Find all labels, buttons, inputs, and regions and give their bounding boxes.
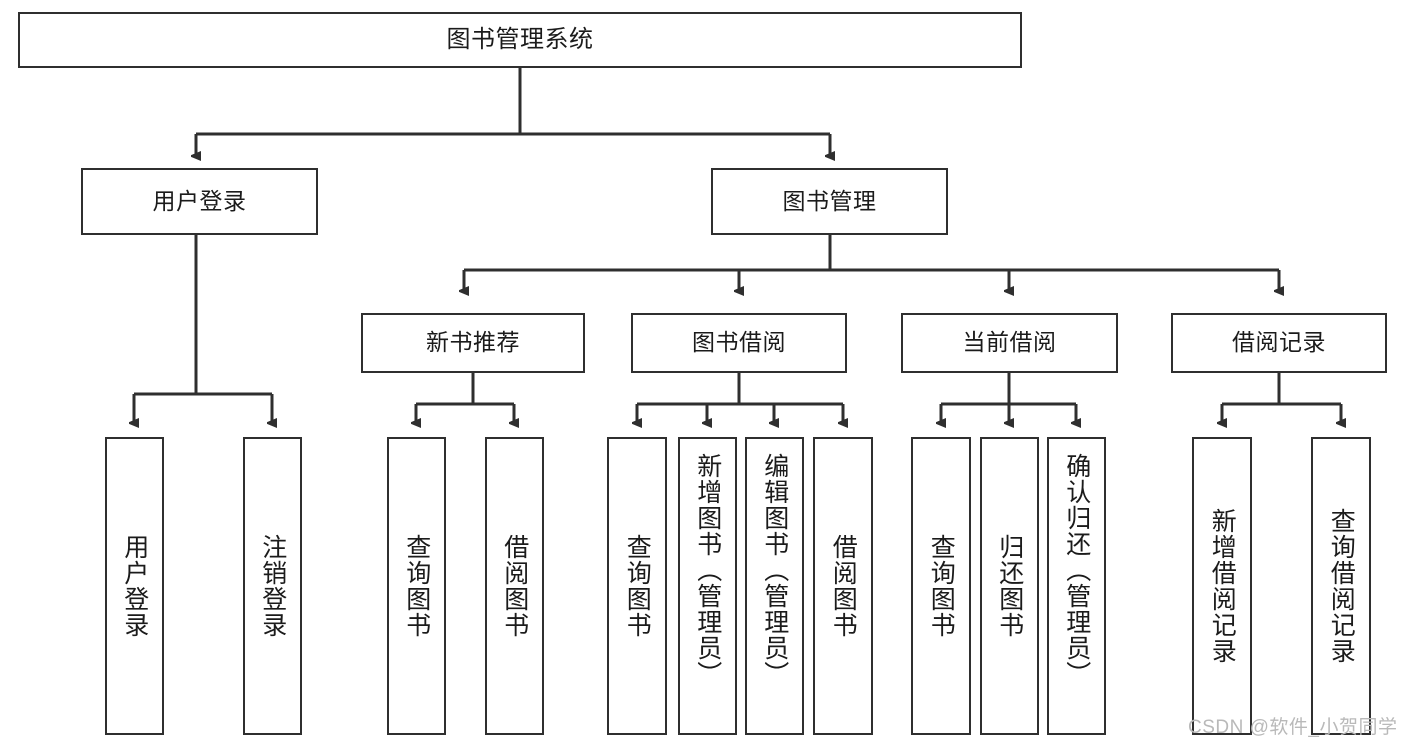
- node-new-book-recommend[interactable]: 新书推荐: [361, 313, 585, 373]
- leaf-query-book-current[interactable]: 查询图书: [911, 437, 971, 735]
- leaf-query-book-recommend-label: 查询图书: [402, 534, 431, 638]
- leaf-user-login-label: 用户登录: [120, 534, 149, 638]
- node-user-login-label: 用户登录: [152, 187, 247, 214]
- leaf-add-borrow-record[interactable]: 新增借阅记录: [1192, 437, 1252, 735]
- leaf-logout-label: 注销登录: [258, 534, 287, 638]
- leaf-add-book-admin-label: 新增图书（管理员）: [693, 453, 722, 687]
- leaf-edit-book-admin-label: 编辑图书（管理员）: [760, 453, 789, 687]
- node-root[interactable]: 图书管理系统: [18, 12, 1022, 68]
- leaf-logout[interactable]: 注销登录: [243, 437, 302, 735]
- leaf-return-book-label: 归还图书: [995, 534, 1024, 638]
- leaf-add-book-admin[interactable]: 新增图书（管理员）: [678, 437, 737, 735]
- leaf-confirm-return-admin[interactable]: 确认归还（管理员）: [1047, 437, 1106, 735]
- node-book-borrow[interactable]: 图书借阅: [631, 313, 847, 373]
- leaf-borrow-book-recommend-label: 借阅图书: [500, 534, 529, 638]
- leaf-add-borrow-record-label: 新增借阅记录: [1208, 508, 1237, 664]
- leaf-edit-book-admin[interactable]: 编辑图书（管理员）: [745, 437, 804, 735]
- leaf-return-book[interactable]: 归还图书: [980, 437, 1039, 735]
- node-current-borrow[interactable]: 当前借阅: [901, 313, 1118, 373]
- node-book-management-label: 图书管理: [782, 187, 877, 214]
- leaf-borrow-book-recommend[interactable]: 借阅图书: [485, 437, 544, 735]
- leaf-user-login[interactable]: 用户登录: [105, 437, 164, 735]
- leaf-query-book-current-label: 查询图书: [927, 534, 956, 638]
- leaf-query-borrow-record-label: 查询借阅记录: [1327, 508, 1356, 664]
- node-borrow-record[interactable]: 借阅记录: [1171, 313, 1387, 373]
- leaf-query-borrow-record[interactable]: 查询借阅记录: [1311, 437, 1371, 735]
- node-borrow-record-label: 借阅记录: [1232, 329, 1326, 356]
- leaf-query-book-borrow-label: 查询图书: [623, 534, 652, 638]
- node-current-borrow-label: 当前借阅: [962, 329, 1057, 356]
- leaf-confirm-return-admin-label: 确认归还（管理员）: [1062, 453, 1091, 687]
- leaf-query-book-recommend[interactable]: 查询图书: [387, 437, 446, 735]
- leaf-query-book-borrow[interactable]: 查询图书: [607, 437, 667, 735]
- node-root-label: 图书管理系统: [446, 25, 594, 53]
- leaf-borrow-book-borrow[interactable]: 借阅图书: [813, 437, 873, 735]
- csdn-watermark: CSDN @软件_小贺同学: [1188, 717, 1398, 738]
- node-user-login[interactable]: 用户登录: [81, 168, 318, 235]
- node-book-borrow-label: 图书借阅: [692, 329, 786, 356]
- node-new-book-recommend-label: 新书推荐: [426, 329, 520, 356]
- node-book-management[interactable]: 图书管理: [711, 168, 948, 235]
- leaf-borrow-book-borrow-label: 借阅图书: [829, 534, 858, 638]
